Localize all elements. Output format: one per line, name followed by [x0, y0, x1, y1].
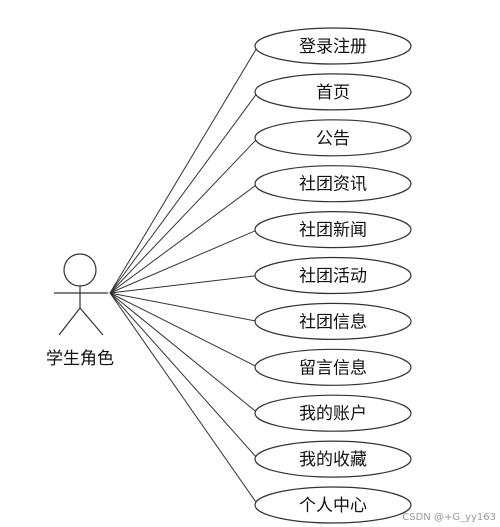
- use-case: 社团活动: [254, 256, 412, 295]
- association-lines: [109, 45, 259, 506]
- use-case: 社团信息: [254, 302, 412, 340]
- use-case: 公告: [254, 119, 412, 157]
- use-case-ellipse: [254, 348, 412, 386]
- use-case-label: 社团新闻: [299, 221, 367, 241]
- use-case: 个人中心: [254, 486, 412, 524]
- use-case: 社团资讯: [254, 165, 412, 203]
- actor-right-leg: [79, 307, 104, 336]
- association-line: [109, 137, 259, 294]
- actor-student: 学生角色: [46, 253, 114, 369]
- use-case-label: 登录注册: [299, 37, 367, 57]
- use-case-ellipse: [254, 440, 412, 478]
- use-case-label: 社团资讯: [299, 175, 367, 195]
- use-case-ellipse: [254, 256, 412, 295]
- use-case-ellipse: [254, 486, 412, 524]
- use-case-label: 公告: [316, 129, 350, 149]
- use-case-label: 留言信息: [299, 358, 367, 378]
- watermark-text: CSDN @+G_yy163: [402, 512, 496, 523]
- association-line: [109, 292, 259, 322]
- use-case: 登录注册: [254, 27, 412, 65]
- use-case-label: 社团活动: [299, 267, 367, 287]
- use-case-ellipse: [254, 27, 412, 65]
- use-case: 留言信息: [254, 348, 412, 386]
- association-line: [109, 275, 259, 294]
- use-case-label: 个人中心: [299, 496, 367, 516]
- actor-head: [63, 253, 97, 287]
- use-case-ellipse: [254, 394, 412, 432]
- use-case-ellipse: [254, 119, 412, 157]
- association-line: [109, 292, 259, 414]
- use-case-label: 社团信息: [299, 312, 367, 332]
- use-case-ellipse: [254, 73, 412, 111]
- use-case-label: 我的账户: [299, 404, 367, 424]
- use-case: 我的收藏: [254, 440, 412, 478]
- association-line: [109, 183, 259, 294]
- association-line: [109, 91, 259, 294]
- use-case-ellipse: [254, 165, 412, 203]
- use-case-ellipse: [254, 211, 412, 249]
- use-case-ellipse: [254, 302, 412, 340]
- use-case: 我的账户: [254, 394, 412, 432]
- use-case: 社团新闻: [254, 211, 412, 249]
- actor-left-leg: [58, 307, 81, 336]
- association-line: [109, 292, 259, 460]
- association-line: [109, 229, 259, 294]
- association-line: [109, 292, 259, 506]
- use-case-label: 首页: [316, 83, 350, 103]
- actor-label: 学生角色: [46, 349, 114, 369]
- use-case: 首页: [254, 73, 412, 111]
- association-line: [109, 292, 259, 368]
- use-case-label: 我的收藏: [299, 450, 367, 470]
- association-line: [109, 45, 259, 294]
